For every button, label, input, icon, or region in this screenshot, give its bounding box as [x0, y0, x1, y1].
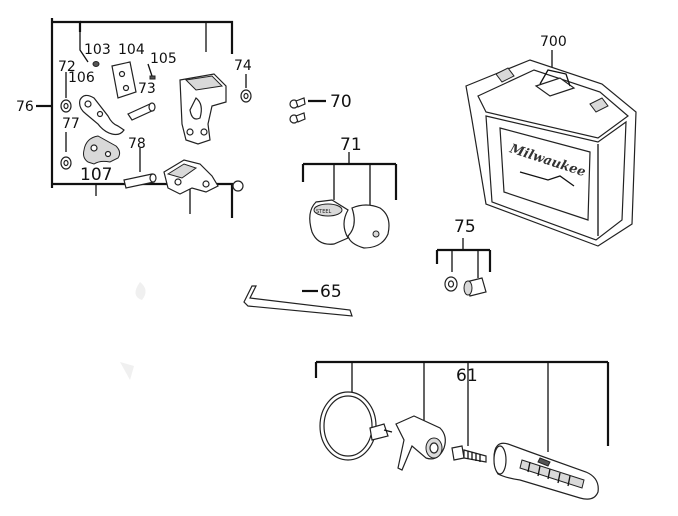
callout-70: 70 [330, 92, 352, 112]
callout-77: 77 [62, 116, 80, 132]
part-107-lever [83, 135, 121, 165]
group-75-bracket [435, 238, 492, 278]
part-104-plate [111, 61, 137, 99]
callout-71: 71 [340, 135, 362, 155]
callout-78: 78 [128, 136, 146, 152]
callout-700: 700 [540, 34, 567, 50]
callout-76: 76 [16, 99, 34, 115]
part-61-grip [493, 442, 599, 500]
callout-65: 65 [320, 282, 342, 302]
part-65-hex-key [243, 285, 353, 317]
part-72-washer [60, 99, 72, 113]
callout-103: 103 [84, 42, 111, 58]
svg-text:STEEL: STEEL [316, 209, 332, 215]
part-70-screws [289, 97, 326, 124]
callout-75: 75 [454, 217, 476, 237]
part-71-insert-left: STEEL [309, 199, 349, 245]
part-103-pin [92, 61, 100, 67]
callout-105: 105 [150, 51, 177, 67]
callout-106: 106 [68, 70, 95, 86]
ghost-mark [135, 282, 146, 300]
group-71-bracket [301, 152, 398, 206]
part-77-washer [60, 156, 72, 170]
lower-jaw-housing [163, 159, 219, 195]
part-78-pin [123, 173, 157, 189]
callout-72: 72 [58, 59, 76, 75]
callout-73: 73 [138, 81, 156, 97]
part-61-clamp-band [319, 391, 393, 461]
part-61-bolt [451, 445, 487, 463]
part-73-pin [127, 102, 156, 121]
part-106-lever [79, 94, 125, 136]
part-75-nut [463, 277, 487, 297]
upper-jaw-housing [179, 73, 227, 145]
callout-107: 107 [80, 165, 112, 185]
part-74-washer [240, 89, 252, 103]
part-105-pin [149, 75, 156, 80]
group-76 [36, 18, 247, 218]
part-700-carrying-case: 700 Milwaukee [465, 34, 637, 247]
part-75-washer [444, 276, 458, 292]
small-washer [232, 180, 244, 192]
part-61-handle-base [395, 415, 446, 471]
callout-61: 61 [456, 366, 478, 386]
ghost-mark [120, 362, 134, 380]
part-71-insert-right [347, 204, 390, 249]
callout-104: 104 [118, 42, 145, 58]
callout-74: 74 [234, 58, 252, 74]
